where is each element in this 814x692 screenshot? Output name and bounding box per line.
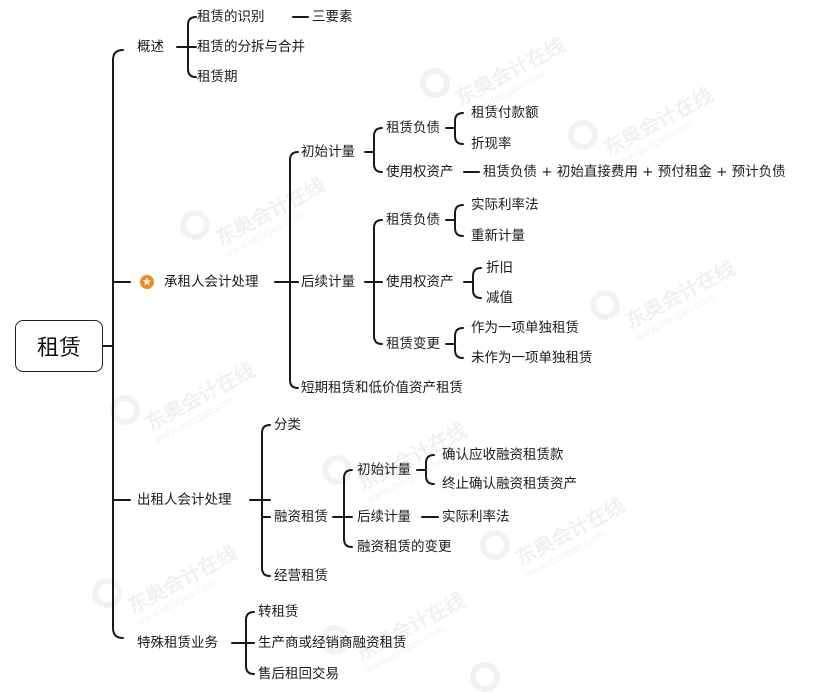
node-finance-lease[interactable]: 融资租赁	[274, 509, 328, 525]
node-effective-rate[interactable]: 实际利率法	[471, 197, 539, 213]
node-overview[interactable]: 概述	[137, 39, 164, 55]
node-depreciation[interactable]: 折旧	[486, 260, 513, 276]
node-finance-lease-modification[interactable]: 融资租赁的变更	[357, 539, 452, 555]
node-classification[interactable]: 分类	[274, 417, 301, 433]
node-derecognize-asset[interactable]: 终止确认融资租赁资产	[442, 476, 577, 492]
node-lessor-effective-rate[interactable]: 实际利率法	[442, 509, 510, 525]
node-initial-rou-asset[interactable]: 使用权资产	[386, 164, 454, 180]
node-lessee-initial[interactable]: 初始计量	[301, 144, 355, 160]
node-lessee-subsequent[interactable]: 后续计量	[301, 274, 355, 290]
node-sub-rou-asset[interactable]: 使用权资产	[386, 274, 454, 290]
node-split-merge[interactable]: 租赁的分拆与合并	[197, 39, 305, 55]
node-operating-lease[interactable]: 经营租赁	[274, 568, 328, 584]
node-lessor-initial[interactable]: 初始计量	[357, 462, 411, 478]
node-sublease[interactable]: 转租赁	[258, 604, 299, 620]
node-initial-liability[interactable]: 租赁负债	[386, 120, 440, 136]
node-lease-identification[interactable]: 租赁的识别	[197, 9, 265, 25]
node-lessee[interactable]: 承租人会计处理	[164, 274, 259, 290]
node-short-term-low-value[interactable]: 短期租赁和低价值资产租赁	[301, 380, 463, 396]
node-discount-rate[interactable]: 折现率	[471, 136, 512, 152]
node-remeasure[interactable]: 重新计量	[471, 228, 525, 244]
root-node[interactable]: 租赁	[15, 320, 103, 372]
node-lease-term[interactable]: 租赁期	[197, 69, 238, 85]
node-as-separate-lease[interactable]: 作为一项单独租赁	[471, 320, 579, 336]
node-manufacturer-finance-lease[interactable]: 生产商或经销商融资租赁	[258, 635, 407, 651]
node-impairment[interactable]: 减值	[486, 290, 513, 306]
node-sub-liability[interactable]: 租赁负债	[386, 212, 440, 228]
star-badge-icon	[140, 275, 154, 289]
node-rou-formula[interactable]: 租赁负债 + 初始直接费用 + 预付租金 + 预计负债	[483, 164, 786, 180]
node-lessor[interactable]: 出租人会计处理	[137, 492, 232, 508]
node-recognize-receivable[interactable]: 确认应收融资租赁款	[442, 447, 564, 463]
node-not-separate-lease[interactable]: 未作为一项单独租赁	[471, 350, 593, 366]
node-lessor-subsequent[interactable]: 后续计量	[357, 509, 411, 525]
node-sale-leaseback[interactable]: 售后租回交易	[258, 666, 339, 682]
node-lease-payments[interactable]: 租赁付款额	[471, 105, 539, 121]
node-three-elements[interactable]: 三要素	[312, 9, 353, 25]
node-lease-modification[interactable]: 租赁变更	[386, 336, 440, 352]
node-special[interactable]: 特殊租赁业务	[137, 635, 218, 651]
